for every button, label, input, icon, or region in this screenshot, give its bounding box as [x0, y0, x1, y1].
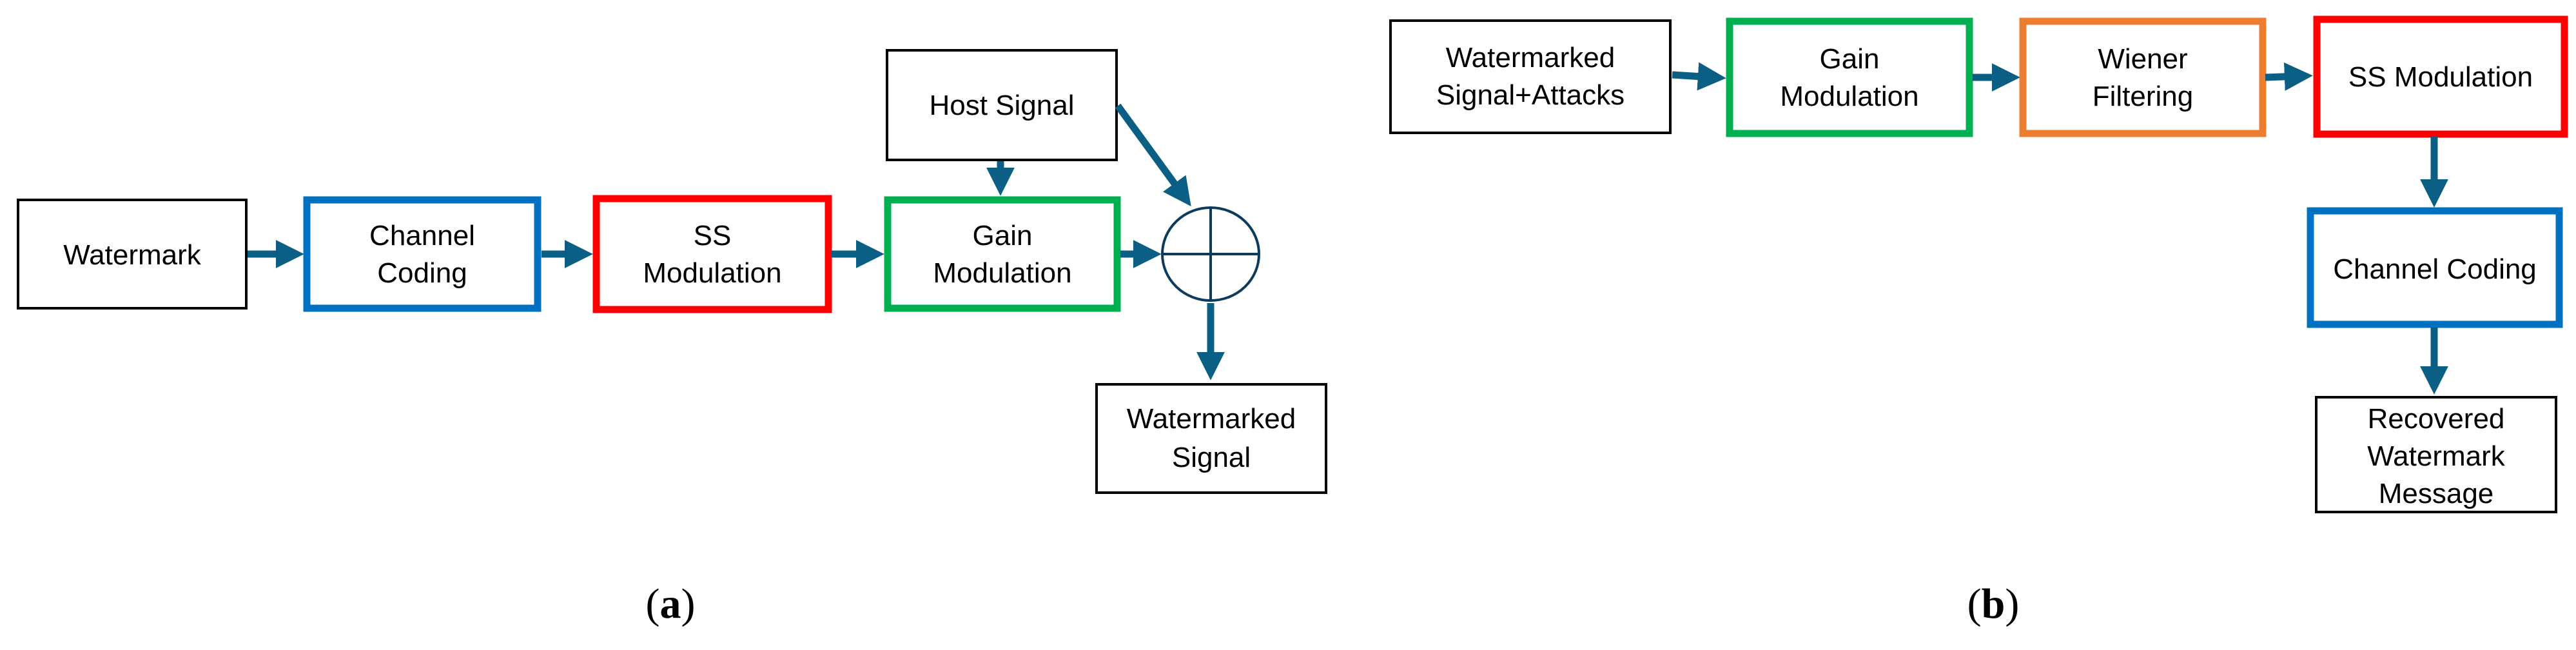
panel-b: Watermarked Signal+Attacks Gain Modulati… — [1389, 15, 2568, 627]
gain-modulation-b-label-line2: Modulation — [1780, 81, 1918, 112]
ss-modulation-label-line1: SS — [694, 220, 732, 251]
ss-modulation-b-label: SS Modulation — [2348, 61, 2533, 93]
channel-coding-label-line1: Channel — [369, 220, 475, 251]
ss-modulation-block: SS Modulation — [592, 195, 832, 313]
panel-a: Watermark Channel Coding SS Modulation G… — [17, 49, 1327, 627]
watermarked-attacks-block: Watermarked Signal+Attacks — [1389, 19, 1672, 134]
adder-symbol — [1161, 206, 1260, 302]
watermarked-signal-block: Watermarked Signal — [1095, 383, 1327, 494]
panel-b-arrows — [1672, 62, 2448, 395]
ss-modulation-block-b: SS Modulation — [2313, 15, 2568, 138]
host-signal-block: Host Signal — [886, 49, 1118, 161]
gain-modulation-b-label-line1: Gain — [1820, 43, 1880, 75]
gain-modulation-label-line1: Gain — [973, 220, 1033, 251]
panel-a-arrows — [248, 103, 1225, 380]
recovered-message-block: Recovered Watermark Message — [2315, 396, 2557, 513]
panel-a-caption: (a) — [646, 580, 696, 627]
watermarked-signal-label-line1: Watermarked — [1127, 403, 1296, 435]
arrow-attacks-to-gain-modulation — [1672, 62, 1726, 91]
arrow-wiener-to-ss-modulation — [2265, 62, 2313, 91]
wiener-filtering-label-line1: Wiener — [2098, 43, 2187, 75]
watermark-block: Watermark — [17, 199, 248, 310]
arrow-host-signal-to-adder — [1115, 103, 1191, 207]
gain-modulation-label-line2: Modulation — [933, 257, 1071, 289]
recovered-message-label-line3: Message — [2379, 478, 2494, 509]
gain-modulation-block-b: Gain Modulation — [1726, 17, 1973, 137]
channel-coding-label-line2: Coding — [377, 257, 467, 289]
host-signal-label: Host Signal — [929, 90, 1074, 121]
wiener-filtering-block: Wiener Filtering — [2019, 17, 2267, 137]
panel-b-caption: (b) — [1967, 580, 2020, 627]
watermarked-attacks-label-line1: Watermarked — [1446, 42, 1615, 74]
watermarked-signal-label-line2: Signal — [1172, 442, 1251, 473]
channel-coding-block-b: Channel Coding — [2307, 207, 2563, 328]
gain-modulation-block: Gain Modulation — [884, 196, 1121, 312]
watermarked-attacks-label-line2: Signal+Attacks — [1436, 79, 1625, 111]
wiener-filtering-label-line2: Filtering — [2093, 81, 2194, 112]
recovered-message-label-line1: Recovered — [2368, 403, 2505, 435]
channel-coding-block: Channel Coding — [303, 196, 542, 312]
watermark-block-label: Watermark — [63, 239, 201, 271]
channel-coding-b-label: Channel Coding — [2333, 253, 2537, 285]
ss-modulation-label-line2: Modulation — [643, 257, 781, 289]
recovered-message-label-line2: Watermark — [2367, 440, 2505, 472]
